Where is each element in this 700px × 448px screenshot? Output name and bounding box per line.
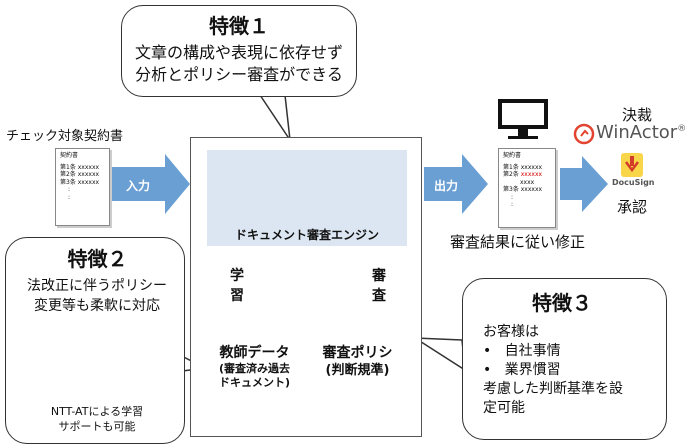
feature3-intro: お客様は — [483, 324, 539, 340]
winactor-logo-icon — [573, 123, 595, 145]
feature3-bullet-2: • 業界慣習 — [483, 362, 561, 378]
feature3-bubble-tail — [412, 337, 466, 372]
output-doc-title: 契約書 — [503, 152, 522, 159]
feature2-line-1: 法改正に伴うポリシー — [27, 278, 167, 294]
output-arrow — [424, 154, 488, 214]
feature2-text: 法改正に伴うポリシー 変更等も柔軟に対応 — [12, 276, 182, 316]
winactor-registered: ® — [677, 124, 687, 134]
input-doc-dot-2: : — [68, 193, 71, 201]
output-doc-row-2: 第2条 xxxxxx — [503, 171, 543, 178]
policy-label: 審査ポリシ (判断規準) — [310, 342, 405, 380]
output-doc-row-2b: xxxx — [520, 178, 535, 186]
output-doc-row-1: 第1条 xxxxxx — [503, 163, 543, 171]
input-doc-label: チェック対象契約書 — [6, 129, 124, 144]
feature1-bubble-tail — [258, 94, 291, 141]
engine-label: ドキュメント審査エンジン — [234, 228, 379, 242]
learning-label-char-2: 習 — [230, 288, 244, 304]
feature1-line-1: 文章の構成や表現に依存せず — [134, 43, 343, 62]
input-document: 契約書 第1条 xxxxxx 第2条 xxxxxx 第3条 xxxxxx : : — [55, 148, 110, 226]
docusign-wordmark: DocuSign — [612, 178, 655, 187]
teacher-data-sub-1: (審査済み過去 — [218, 362, 291, 375]
input-doc-row-3: 第3条 xxxxxx — [60, 178, 100, 186]
feature2-title: 特徴２ — [67, 247, 128, 271]
feature2-support-line-1: NTT-ATによる学習 — [50, 405, 144, 418]
learning-label: 学 習 — [228, 266, 246, 306]
review-label: 審 査 — [370, 266, 388, 306]
teacher-data-sub-2: ドキュメント) — [218, 376, 291, 389]
feature3-text: お客様は • 自社事情 • 業界慣習 考慮した判断基準を設 定可能 — [483, 323, 663, 418]
teacher-data-label: 教師データ (審査済み過去 ドキュメント) — [207, 342, 302, 390]
input-doc-dot-1: : — [68, 186, 71, 193]
review-label-char-1: 審 — [372, 268, 386, 284]
input-doc-row-2: 第2条 xxxxxx — [60, 171, 100, 178]
feature3-bullet-1: • 自社事情 — [483, 343, 561, 359]
policy-sub: (判断規準) — [325, 363, 390, 378]
feature1-line-2: 分析とポリシー審査ができる — [135, 65, 343, 84]
output-doc-dot-2: : — [511, 201, 514, 208]
monitor-icon — [498, 99, 548, 139]
engine-panel — [207, 150, 407, 246]
feature3-bubble — [462, 278, 667, 440]
feature3-outro-1: 考慮した判断基準を設 — [483, 381, 623, 397]
feature2-support-line-2: サポートも可能 — [58, 420, 136, 433]
input-arrow — [112, 154, 190, 214]
feature1-title: 特徴１ — [209, 14, 269, 38]
output-doc-dot-1: : — [511, 193, 514, 201]
review-label-char-2: 査 — [372, 288, 386, 304]
feature1-text: 文章の構成や表現に依存せず 分析とポリシー審査ができる — [121, 42, 357, 86]
output-caption: 審査結果に従い修正 — [450, 233, 586, 251]
feature2-line-2: 変更等も柔軟に対応 — [34, 298, 160, 314]
feature2-bubble — [5, 237, 185, 444]
output-doc-row-3: 第3条 xxxxxx — [503, 186, 543, 193]
teacher-data-title: 教師データ — [219, 345, 290, 361]
winactor-text: WinActor — [596, 122, 678, 143]
learning-label-char-1: 学 — [230, 268, 244, 284]
output-arrow-label: 出力 — [433, 179, 458, 193]
output-document: 契約書 第1条 xxxxxx 第2条 xxxxxx xxxx 第3条 xxxxx… — [498, 148, 556, 228]
approval-arrow — [560, 156, 608, 212]
feature1-bubble — [121, 5, 357, 97]
feature3-title: 特徴３ — [532, 291, 592, 315]
policy-title: 審査ポリシ — [322, 345, 393, 361]
feature3-outro-2: 定可能 — [483, 400, 525, 416]
input-doc-row-1: 第1条 xxxxxx — [60, 163, 100, 171]
feature2-support: NTT-ATによる学習 サポートも可能 — [12, 404, 182, 434]
winactor-wordmark: WinActor® — [596, 122, 686, 143]
approval-title: 決裁 — [622, 106, 653, 124]
docusign-logo-icon — [621, 153, 643, 177]
final-approval-label: 承認 — [617, 198, 648, 216]
input-arrow-label: 入力 — [125, 179, 150, 193]
input-doc-title: 契約書 — [60, 152, 79, 159]
